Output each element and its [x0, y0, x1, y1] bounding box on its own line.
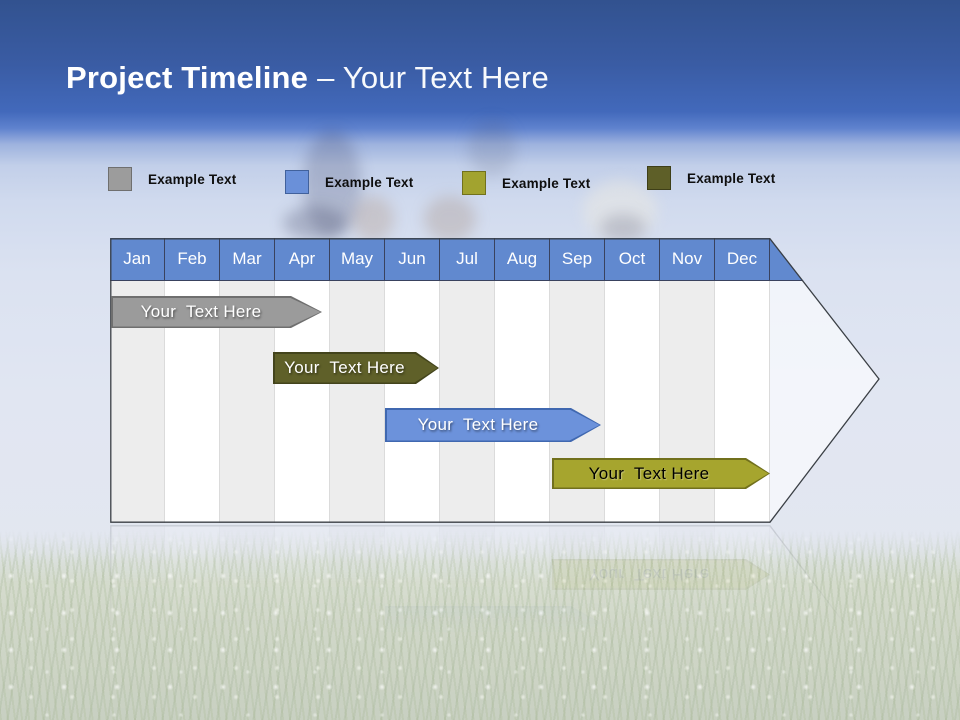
- legend-label: Example Text: [687, 170, 776, 186]
- legend-swatch-blue: [285, 170, 309, 194]
- background-photo-meadow: [0, 530, 960, 720]
- legend-item-olive[interactable]: Example Text: [462, 171, 590, 195]
- legend-label: Example Text: [325, 174, 414, 190]
- legend-item-gray[interactable]: Example Text: [108, 167, 236, 191]
- timeline-arrow-body: Jan Feb Mar Apr May Jun Jul Aug Sep Oct …: [110, 238, 880, 523]
- timeline-bar-label: Your Text Here: [588, 463, 710, 483]
- timeline-bar-1[interactable]: Your Text Here: [111, 296, 322, 328]
- month-cell-jan: Jan: [110, 238, 165, 280]
- grid-column: [330, 281, 385, 523]
- title-suffix: – Your Text Here: [317, 60, 549, 95]
- month-cell-sep: Sep: [550, 238, 605, 280]
- timeline-gantt[interactable]: Jan Feb Mar Apr May Jun Jul Aug Sep Oct …: [110, 238, 880, 523]
- month-header-arrow-area: [770, 238, 880, 280]
- legend-label: Example Text: [502, 175, 591, 191]
- timeline-bar-3[interactable]: Your Text Here: [385, 408, 601, 442]
- legend-label: Example Text: [148, 171, 237, 187]
- legend-item-blue[interactable]: Example Text: [285, 170, 413, 194]
- grid-column: [440, 281, 495, 523]
- timeline-bar-2[interactable]: Your Text Here: [273, 352, 439, 384]
- month-cell-nov: Nov: [660, 238, 715, 280]
- month-cell-may: May: [330, 238, 385, 280]
- timeline-month-header: Jan Feb Mar Apr May Jun Jul Aug Sep Oct …: [110, 238, 880, 281]
- month-cell-apr: Apr: [275, 238, 330, 280]
- month-cell-oct: Oct: [605, 238, 660, 280]
- title-main: Project Timeline: [66, 60, 309, 95]
- month-cell-feb: Feb: [165, 238, 220, 280]
- month-cell-jun: Jun: [385, 238, 440, 280]
- month-cell-mar: Mar: [220, 238, 275, 280]
- month-cell-aug: Aug: [495, 238, 550, 280]
- timeline-bar-label: Your Text Here: [284, 358, 405, 377]
- grid-column: [385, 281, 440, 523]
- legend-swatch-dark-olive: [647, 166, 671, 190]
- legend-swatch-gray: [108, 167, 132, 191]
- month-cell-dec: Dec: [715, 238, 770, 280]
- timeline-bar-4[interactable]: Your Text Here: [552, 458, 770, 489]
- legend-item-dark-olive[interactable]: Example Text: [647, 166, 775, 190]
- legend-swatch-olive: [462, 171, 486, 195]
- slide-title[interactable]: Project Timeline– Your Text Here: [66, 60, 549, 96]
- month-cell-jul: Jul: [440, 238, 495, 280]
- timeline-bar-label: Your Text Here: [140, 302, 262, 321]
- grid-column: [495, 281, 550, 523]
- timeline-bar-label: Your Text Here: [417, 415, 539, 434]
